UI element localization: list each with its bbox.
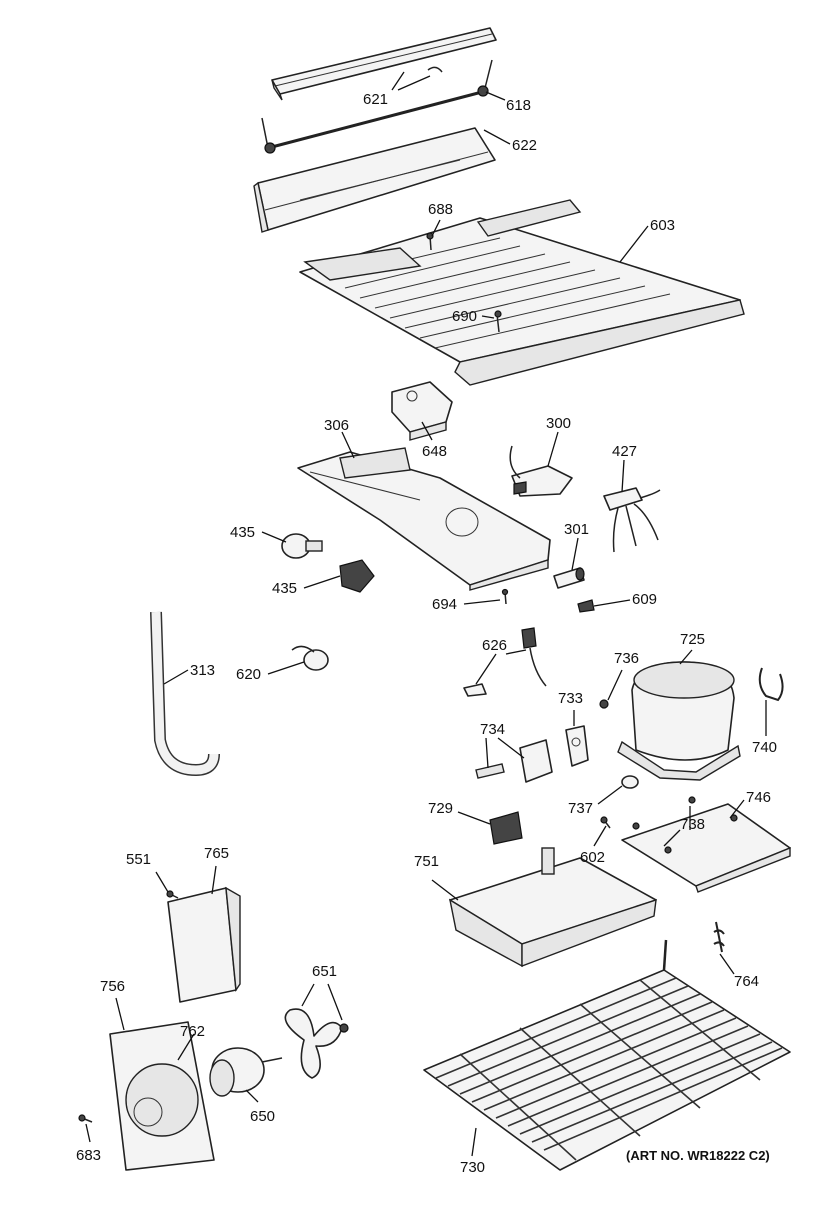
- callout-751: 751: [414, 853, 439, 870]
- part-screw-694: [501, 588, 509, 605]
- part-socket-435: [339, 559, 375, 593]
- callout-313: 313: [190, 662, 215, 679]
- part-shield-765: [167, 886, 241, 1003]
- part-rod-618: [261, 59, 493, 154]
- part-blade-651: [284, 1008, 349, 1079]
- part-grommet-736: [599, 699, 609, 709]
- part-relay-626: [463, 627, 547, 697]
- part-overload-733: [565, 725, 589, 767]
- leader-lines: [85, 71, 767, 1157]
- callout-651: 651: [312, 963, 337, 980]
- callout-765: 765: [204, 845, 229, 862]
- callout-738: 738: [680, 816, 705, 833]
- callout-729: 729: [428, 800, 453, 817]
- callout-737: 737: [568, 800, 593, 817]
- callout-650: 650: [250, 1108, 275, 1125]
- callout-725: 725: [680, 631, 705, 648]
- callout-734: 734: [480, 721, 505, 738]
- callout-435-bulb: 435: [230, 524, 255, 541]
- callout-labels: 621 618 622 688 603 690 306 648 300 427 …: [76, 91, 777, 1176]
- callout-621: 621: [363, 91, 388, 108]
- part-motor-650: [209, 1047, 283, 1097]
- part-knob-301: [553, 567, 585, 589]
- callout-551: 551: [126, 851, 151, 868]
- part-switch-300: [509, 445, 573, 497]
- callout-609: 609: [632, 591, 657, 608]
- part-plate-746: [621, 796, 791, 893]
- part-pan-751: [448, 847, 657, 968]
- callout-301: 301: [564, 521, 589, 538]
- part-screw-551: [166, 890, 179, 899]
- part-cap-620: [291, 645, 329, 671]
- art-number-caption: (ART NO. WR18222 C2): [626, 1148, 770, 1163]
- callout-736: 736: [614, 650, 639, 667]
- callout-694: 694: [432, 596, 457, 613]
- callout-427: 427: [612, 443, 637, 460]
- part-clip-609: [577, 599, 595, 613]
- callout-618: 618: [506, 97, 531, 114]
- callout-648: 648: [422, 443, 447, 460]
- part-timer-648: [391, 381, 453, 441]
- callout-620: 620: [236, 666, 261, 683]
- callout-740: 740: [752, 739, 777, 756]
- part-channel-622: [253, 127, 496, 233]
- callout-730: 730: [460, 1159, 485, 1176]
- callout-626: 626: [482, 637, 507, 654]
- callout-602: 602: [580, 849, 605, 866]
- callout-683: 683: [76, 1147, 101, 1164]
- part-grommet-737: [621, 775, 639, 789]
- callout-764: 764: [734, 973, 759, 990]
- part-relay-734: [475, 739, 553, 783]
- part-screw-683: [78, 1114, 93, 1123]
- callout-435-socket: 435: [272, 580, 297, 597]
- part-tube-313: [150, 611, 220, 777]
- callout-690: 690: [452, 308, 477, 325]
- part-condenser-730: [423, 939, 791, 1171]
- part-screw-602: [600, 816, 611, 829]
- callout-756: 756: [100, 978, 125, 995]
- part-rail-621: [271, 27, 497, 101]
- part-capacitor-729: [489, 811, 523, 845]
- part-terminal-427: [603, 487, 661, 553]
- callout-762: 762: [180, 1023, 205, 1040]
- part-housing-306: [297, 447, 551, 591]
- part-compressor-725: [617, 661, 741, 781]
- part-bracket-740: [758, 667, 784, 702]
- callout-746: 746: [746, 789, 771, 806]
- callout-603: 603: [650, 217, 675, 234]
- callout-306: 306: [324, 417, 349, 434]
- part-shroud-756: [109, 1021, 215, 1171]
- callout-688: 688: [428, 201, 453, 218]
- part-cover-603: [299, 199, 745, 386]
- part-clip-764: [713, 921, 725, 953]
- part-bulb-435: [281, 533, 323, 559]
- callout-733: 733: [558, 690, 583, 707]
- callout-300: 300: [546, 415, 571, 432]
- callout-622: 622: [512, 137, 537, 154]
